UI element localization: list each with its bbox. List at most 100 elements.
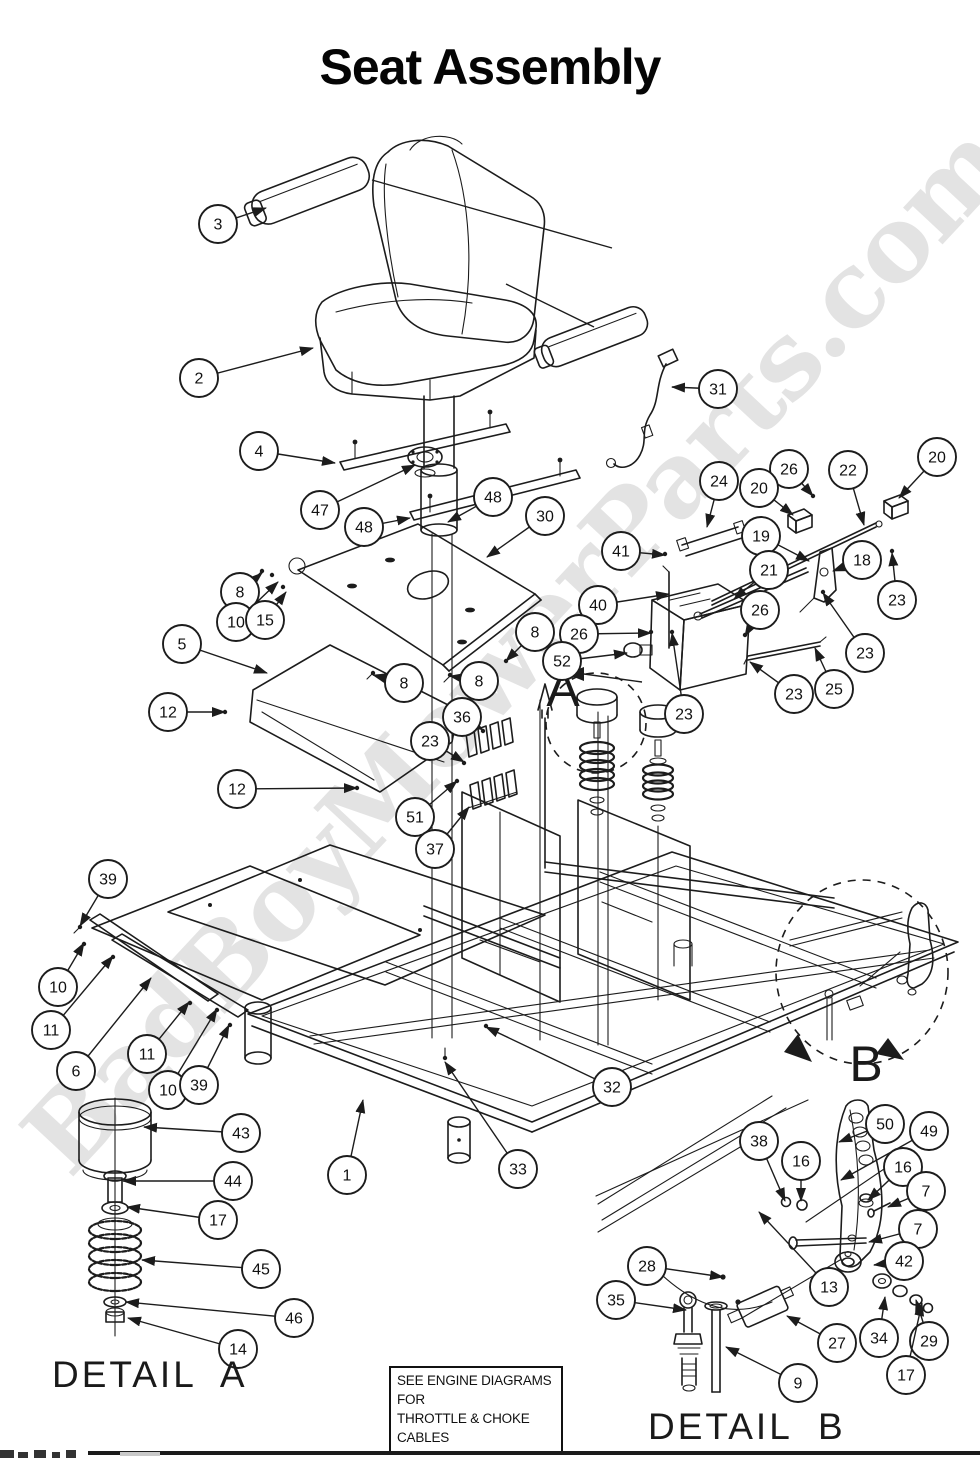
- callout-number: 51: [406, 810, 424, 827]
- callout-number: 37: [426, 842, 444, 859]
- seat-cushion-drawing: [314, 135, 546, 401]
- callout-number: 7: [914, 1222, 923, 1239]
- callout-number: 50: [876, 1117, 894, 1134]
- callout-circle: [664, 694, 704, 734]
- callout-23: 23: [877, 552, 917, 620]
- callout-circle: [596, 1280, 636, 1320]
- callout-circle: [542, 641, 582, 681]
- callout-number: 31: [709, 382, 727, 399]
- callout-19: 19: [741, 516, 810, 562]
- callout-44: 44: [122, 1161, 253, 1201]
- callout-number: 20: [928, 450, 946, 467]
- callout-circle: [56, 1051, 96, 1091]
- callout-number: 10: [159, 1083, 177, 1100]
- callout-circle: [198, 204, 238, 244]
- isolator-springs-drawing: [576, 688, 677, 822]
- callout-34: 34: [859, 1296, 899, 1358]
- callout-1: 1: [327, 1099, 367, 1195]
- armrest-reference-lines: [371, 179, 613, 328]
- callout-circle: [179, 1065, 219, 1105]
- callout-circle: [300, 490, 340, 530]
- callout-number: 42: [895, 1254, 913, 1271]
- callout-number: 17: [209, 1213, 227, 1230]
- wire-harness-drawing: [605, 348, 679, 469]
- callout-43: 43: [143, 1113, 261, 1153]
- callout-number: 9: [794, 1376, 803, 1393]
- callout-circle: [809, 1267, 849, 1307]
- callout-33: 33: [444, 1061, 538, 1189]
- callout-circle: [31, 1010, 71, 1050]
- callout-26: 26: [740, 590, 780, 637]
- callout-40: 40: [578, 585, 670, 625]
- callout-circle: [241, 1249, 281, 1289]
- callout-circle: [740, 590, 780, 630]
- callout-35: 35: [596, 1280, 687, 1320]
- callout-2: 2: [179, 346, 314, 398]
- callout-circle: [859, 1318, 899, 1358]
- callout-25: 25: [814, 647, 854, 709]
- callout-10: 10: [38, 942, 85, 1007]
- callout-49: 49: [840, 1111, 949, 1181]
- callout-number: 32: [603, 1080, 621, 1097]
- callout-number: 26: [751, 603, 769, 620]
- callout-circle: [245, 600, 285, 640]
- callout-4: 4: [239, 431, 336, 471]
- callout-circle: [814, 669, 854, 709]
- callout-number: 38: [750, 1134, 768, 1151]
- seat-plate-drawing: [288, 523, 542, 672]
- callout-circle: [781, 1141, 821, 1181]
- callout-number: 23: [675, 707, 693, 724]
- armrest-left-drawing: [243, 156, 371, 227]
- callout-number: 48: [484, 490, 502, 507]
- callout-10: 10: [216, 581, 279, 642]
- floor-pan-drawing: [89, 844, 546, 1018]
- callout-circle: [148, 692, 188, 732]
- callout-number: 16: [792, 1154, 810, 1171]
- callout-circle: [218, 1329, 258, 1369]
- callout-number: 44: [224, 1174, 242, 1191]
- callout-8: 8: [449, 661, 499, 701]
- detail-b-marker-letter: B: [849, 1036, 882, 1092]
- callout-13: 13: [758, 1211, 849, 1307]
- callout-number: 13: [820, 1280, 838, 1297]
- callout-number: 25: [825, 682, 843, 699]
- detail-a-label: DETAIL A: [52, 1354, 248, 1395]
- callout-circle: [410, 721, 450, 761]
- callout-circle: [344, 507, 384, 547]
- callout-number: 39: [99, 872, 117, 889]
- callout-22: 22: [828, 450, 868, 526]
- watermark-text: BadBoyMowerParts.com: [0, 101, 980, 1197]
- callout-number: 8: [236, 585, 245, 602]
- callout-36: 36: [442, 697, 484, 737]
- callout-number: 17: [897, 1368, 915, 1385]
- callout-circle: [884, 1241, 924, 1281]
- callout-number: 28: [638, 1259, 656, 1276]
- callout-circle: [774, 674, 814, 714]
- detail-b-label: DETAIL B: [648, 1406, 846, 1447]
- callout-circle: [865, 1104, 905, 1144]
- callout-number: 40: [589, 598, 607, 615]
- callout-number: 21: [760, 563, 778, 580]
- callout-29: 29: [909, 1299, 949, 1361]
- callout-circle: [739, 468, 779, 508]
- callout-number: 48: [355, 520, 373, 537]
- callout-circle: [327, 1155, 367, 1195]
- callout-number: 33: [509, 1162, 527, 1179]
- leader-line: [125, 1298, 295, 1319]
- callout-circle: [917, 437, 957, 477]
- leader-line: [444, 1061, 519, 1170]
- callout-number: 27: [828, 1336, 846, 1353]
- callout-circle: [886, 1355, 926, 1395]
- callout-number: 49: [920, 1124, 938, 1141]
- callout-number: 30: [536, 509, 554, 526]
- callout-number: 4: [255, 444, 264, 461]
- footer-partial-marks: [0, 1448, 200, 1458]
- callout-20: 20: [739, 468, 794, 516]
- callout-47: 47: [300, 464, 416, 530]
- callout-circle: [877, 580, 917, 620]
- page-title: Seat Assembly: [319, 39, 662, 95]
- callout-circle: [749, 550, 789, 590]
- callout-18: 18: [832, 540, 882, 580]
- callout-48: 48: [344, 507, 411, 547]
- callout-30: 30: [486, 496, 565, 558]
